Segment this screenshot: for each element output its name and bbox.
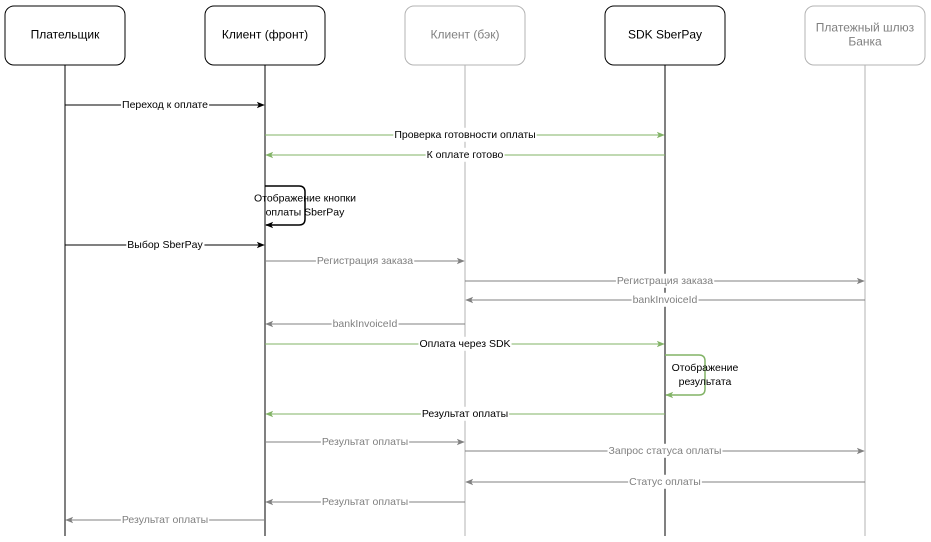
message-label: Запрос статуса оплаты (609, 445, 722, 457)
message-arrow: Результат оплаты (265, 434, 465, 449)
message-label: Отображение кнопки (254, 192, 356, 204)
message-label: оплаты SberPay (266, 206, 346, 218)
label-background (631, 292, 699, 307)
message-label: результата (679, 376, 732, 388)
label-background (126, 237, 205, 252)
participant-box (604, 5, 726, 66)
participant-box (4, 5, 126, 66)
message-label: Регистрация заказа (617, 275, 713, 287)
participant-box (204, 5, 326, 66)
message-arrow: Переход к оплате (65, 97, 265, 112)
label-background (425, 147, 505, 162)
participant-label: Плательщик (31, 28, 101, 42)
participant-box (404, 5, 526, 66)
label-background (393, 127, 537, 142)
message-label: Результат оплаты (122, 514, 208, 526)
participant-label: SDK SberPay (628, 28, 702, 42)
label-background (607, 443, 723, 458)
message-label: Отображение (672, 362, 739, 374)
message-arrow: Статус оплаты (465, 474, 865, 489)
message-arrow: Оплата через SDK (265, 336, 665, 351)
label-background (120, 512, 210, 527)
label-background (331, 316, 399, 331)
message-arrow: Результат оплаты (65, 512, 265, 527)
participant-box (804, 5, 926, 66)
participant-front: Клиент (фронт) (204, 5, 326, 66)
message-arrow: Результат оплаты (265, 406, 665, 421)
message-label: bankInvoiceId (333, 318, 398, 330)
message-label: Выбор SberPay (127, 239, 203, 251)
message-arrow: Проверка готовности оплаты (265, 127, 665, 142)
message-label: Результат оплаты (322, 436, 408, 448)
message-label: Результат оплаты (422, 408, 508, 420)
message-label: Регистрация заказа (317, 255, 413, 267)
participant-back: Клиент (бэк) (404, 5, 526, 66)
message-label: Оплата через SDK (419, 338, 510, 350)
message-arrow: Регистрация заказа (465, 273, 865, 288)
message-arrow: bankInvoiceId (465, 292, 865, 307)
label-background (418, 336, 512, 351)
label-background (320, 494, 410, 509)
participant-payer: Плательщик (4, 5, 126, 66)
participant-label: Клиент (бэк) (431, 28, 500, 42)
label-background (628, 474, 702, 489)
message-arrow: bankInvoiceId (265, 316, 465, 331)
self-arrow (665, 354, 706, 399)
message-arrow: Результат оплаты (265, 494, 465, 509)
message-label: Результат оплаты (322, 496, 408, 508)
label-background (615, 273, 715, 288)
message-label: bankInvoiceId (633, 294, 698, 306)
message-arrow: К оплате готово (265, 147, 665, 162)
participants: Плательщик Клиент (фронт) Клиент (бэк) SDK … (4, 5, 926, 66)
message-label: К оплате готово (427, 149, 504, 161)
self-message: Отображение результата (665, 354, 739, 399)
message-arrow: Запрос статуса оплаты (465, 443, 865, 458)
message-arrow: Выбор SberPay (65, 237, 265, 252)
label-background (315, 253, 415, 268)
participant-label: Банка (848, 35, 882, 49)
participant-label: Клиент (фронт) (222, 28, 308, 42)
message-label: Проверка готовности оплаты (394, 129, 535, 141)
message-label: Переход к оплате (122, 99, 208, 111)
self-arrow (265, 185, 306, 229)
message-arrow: Регистрация заказа (265, 253, 465, 268)
label-background (420, 406, 510, 421)
participant-label: Платежный шлюз (816, 21, 915, 35)
label-background (121, 97, 210, 112)
participant-sdk: SDK SberPay (604, 5, 726, 66)
self-message: Отображение кнопки оплаты SberPay (254, 185, 356, 229)
label-background (320, 434, 410, 449)
message-label: Статус оплаты (629, 476, 701, 488)
